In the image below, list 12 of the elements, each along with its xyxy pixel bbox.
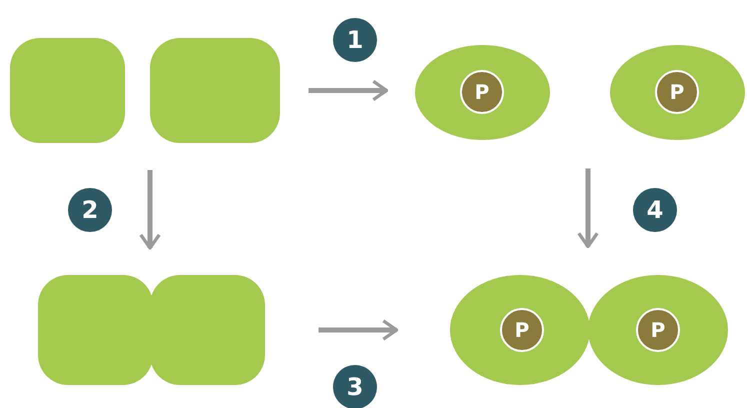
step-number: 4: [633, 188, 677, 232]
p-label-circle: P: [500, 308, 544, 352]
p-label-circle: P: [655, 70, 699, 114]
p-label-circle: P: [636, 308, 680, 352]
p-label-circle: P: [460, 70, 504, 114]
step-number: 3: [333, 365, 377, 408]
step-number: 1: [333, 18, 377, 62]
arrow: [577, 168, 599, 248]
step-number: 2: [68, 188, 112, 232]
arrow: [318, 319, 398, 341]
arrow: [139, 170, 161, 250]
arrow: [308, 80, 388, 102]
